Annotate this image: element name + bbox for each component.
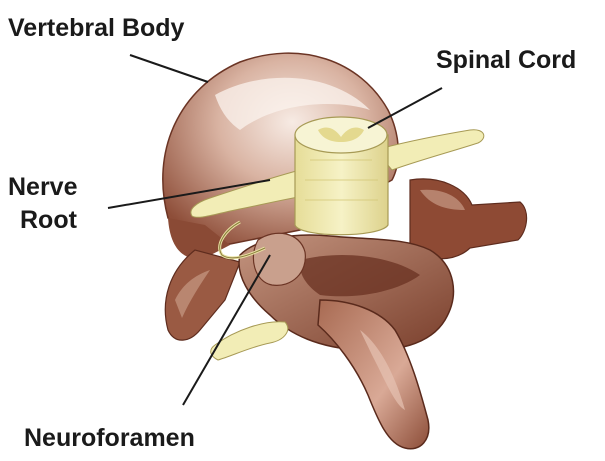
- nerve-root-label-line2: Root: [20, 206, 78, 234]
- lower-nerve-branch: [211, 322, 288, 360]
- vertebral-body-leader: [130, 55, 208, 82]
- neuroforamen-label: Neuroforamen: [24, 424, 195, 452]
- vertebral-body-label: Vertebral Body: [8, 14, 185, 42]
- spinal-cord-label: Spinal Cord: [436, 46, 576, 74]
- right-transverse-process: [410, 179, 527, 259]
- nerve-root-label-line1: Nerve: [8, 173, 78, 201]
- spinal-cord-shape: [295, 117, 388, 235]
